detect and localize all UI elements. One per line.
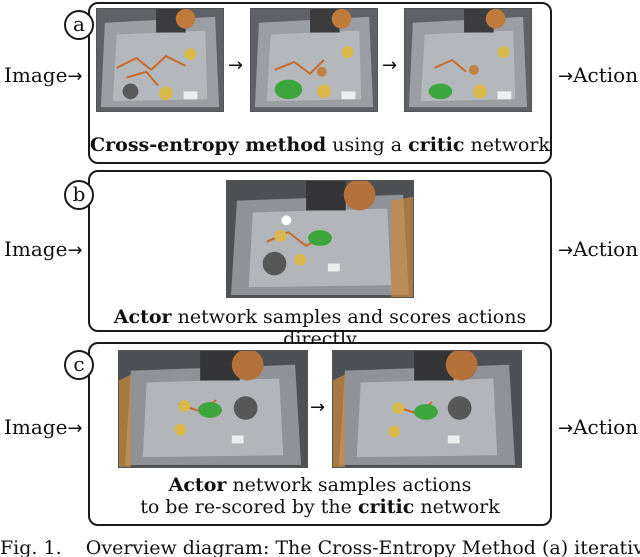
panel-a-caption: Cross-entropy method using a critic netw… <box>88 134 552 156</box>
robot-bin-photo-a2 <box>250 8 378 112</box>
caption-bold: critic <box>357 496 415 518</box>
robot-bin-photo-c2 <box>332 350 522 468</box>
output-arrow-icon: → <box>558 418 574 439</box>
input-label-text: Image <box>4 415 68 439</box>
panel-c-caption-line2: to be re-scored by the critic network <box>88 496 552 518</box>
panel-b-input-label: Image→ <box>4 238 83 262</box>
robot-bin-photo-a1 <box>96 8 224 112</box>
input-arrow-icon: → <box>67 66 83 87</box>
caption-bold: Cross-entropy method <box>90 134 327 156</box>
output-arrow-icon: → <box>558 240 574 261</box>
caption-text: network samples actions <box>226 474 472 496</box>
caption-text: to be re-scored by the <box>140 496 358 518</box>
panel-b-output-label: →Action <box>558 238 638 262</box>
robot-bin-photo-c1 <box>118 350 308 468</box>
panel-a-badge: a <box>64 10 94 40</box>
step-arrow-icon: → <box>382 55 398 76</box>
caption-text: network <box>464 134 550 156</box>
output-label-text: Action <box>573 63 639 87</box>
caption-bold: Actor <box>168 474 227 496</box>
panel-c-output-label: →Action <box>558 416 638 440</box>
input-label-text: Image <box>4 63 68 87</box>
output-arrow-icon: → <box>558 66 574 87</box>
robot-bin-photo-a3 <box>404 8 532 112</box>
output-label-text: Action <box>573 237 639 261</box>
panel-c-caption-line1: Actor network samples actions <box>88 474 552 496</box>
caption-text: network <box>414 496 500 518</box>
caption-bold: critic <box>408 134 465 156</box>
input-arrow-icon: → <box>67 418 83 439</box>
panel-a-output-label: →Action <box>558 64 638 88</box>
caption-bold: Actor <box>113 306 172 328</box>
figure-caption: Fig. 1. Overview diagram: The Cross-Entr… <box>0 537 640 557</box>
panel-b-badge: b <box>64 180 94 210</box>
panel-b-caption: Actor network samples and scores actions… <box>88 306 552 350</box>
panel-c-input-label: Image→ <box>4 416 83 440</box>
robot-bin-photo-b <box>226 180 414 298</box>
step-arrow-icon: → <box>310 397 326 418</box>
input-arrow-icon: → <box>67 240 83 261</box>
panel-a-input-label: Image→ <box>4 64 83 88</box>
step-arrow-icon: → <box>228 55 244 76</box>
input-label-text: Image <box>4 237 68 261</box>
panel-c-badge: c <box>64 350 94 380</box>
caption-text: using a <box>326 134 409 156</box>
output-label-text: Action <box>573 415 639 439</box>
